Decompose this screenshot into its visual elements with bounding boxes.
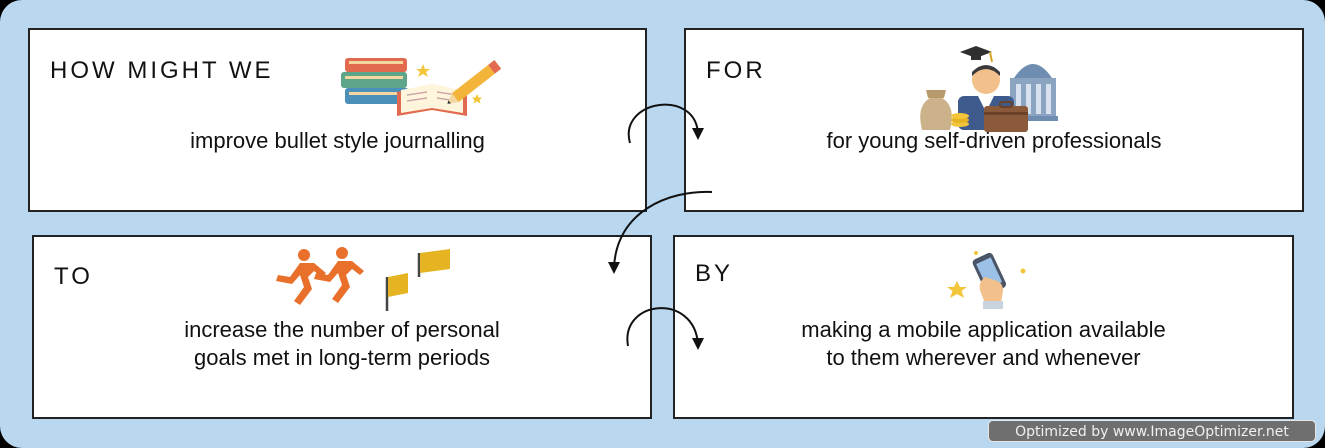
card-text-for: for young self-driven professionals: [826, 128, 1162, 153]
arrow-to-to-by: [626, 307, 699, 347]
card-how-might-we: HOW MIGHT WE improve bullet sty: [28, 28, 647, 212]
hand-phone-icon: [947, 251, 1026, 309]
arrowhead-for: [692, 128, 704, 140]
arrowhead-by: [692, 338, 704, 350]
card-text-by-line2: to them wherever and whenever: [826, 345, 1141, 370]
arrow-for-to-to: [613, 190, 713, 269]
arrowhead-to: [608, 262, 620, 274]
card-title-to: TO: [54, 263, 93, 290]
card-text-by-line1: making a mobile application available: [801, 317, 1166, 342]
card-for: FOR for young self-driven profes: [684, 28, 1304, 212]
runners-flag-icon: [276, 247, 450, 311]
card-title-for: FOR: [706, 57, 766, 84]
graduate-bank-money-icon: [920, 46, 1058, 132]
card-title-by: BY: [695, 260, 734, 287]
card-text-how-might-we: improve bullet style journalling: [190, 128, 485, 153]
card-text-to-line1: increase the number of personal: [184, 317, 500, 342]
card-text-to-line2: goals met in long-term periods: [194, 345, 490, 370]
card-by: BY making a mobile application available…: [673, 235, 1294, 419]
arrow-how-to-for: [627, 103, 699, 144]
card-title-how-might-we: HOW MIGHT WE: [50, 57, 274, 84]
card-to: TO increase the number of personal goals…: [32, 235, 652, 419]
watermark-badge: Optimized by www.ImageOptimizer.net: [988, 420, 1316, 442]
books-pencil-icon: [341, 58, 502, 116]
